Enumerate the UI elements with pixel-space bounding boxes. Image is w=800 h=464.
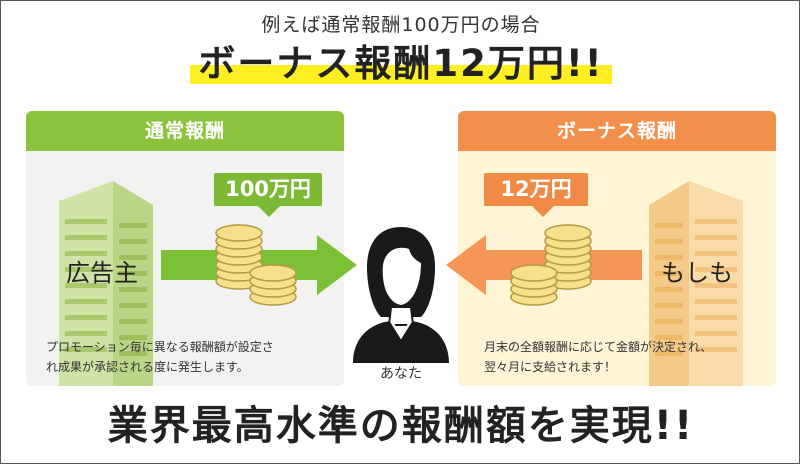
standard-desc-line-1: プロモーション毎に異なる報酬額が設定さ — [46, 340, 274, 354]
moshimo-building-icon — [649, 181, 743, 386]
standard-reward-title: 通常報酬 — [26, 111, 344, 151]
subtitle: 例えば通常報酬100万円の場合 — [261, 14, 541, 36]
footer-tagline: 業界最高水準の報酬額を実現!! — [107, 403, 695, 449]
bonus-reward-title: ボーナス報酬 — [458, 111, 776, 151]
standard-reward-description: プロモーション毎に異なる報酬額が設定さ れ成果が承認される度に発生します。 — [46, 337, 346, 377]
coin-stack-icon-left — [215, 224, 297, 306]
bonus-desc-line-1: 月末の全額報酬に応じて金額が決定され、 — [484, 340, 713, 354]
coin-stack-icon-right — [510, 224, 592, 306]
headline-wrap: ボーナス報酬12万円!! — [1, 41, 800, 87]
moshimo-label: もしも — [661, 259, 733, 287]
standard-amount-badge: 100万円 — [214, 173, 322, 206]
bubble-pointer-right — [531, 205, 555, 217]
advertiser-label: 広告主 — [66, 259, 138, 287]
bonus-reward-description: 月末の全額報酬に応じて金額が決定され、 翌々月に支給されます！ — [484, 337, 774, 377]
you-label: あなた — [380, 366, 422, 382]
headline: ボーナス報酬12万円!! — [190, 41, 612, 87]
bonus-desc-line-2: 翌々月に支給されます！ — [484, 360, 617, 374]
standard-desc-line-2: れ成果が承認される度に発生します。 — [46, 360, 249, 374]
advertiser-building-icon — [59, 181, 153, 386]
person-icon — [353, 227, 449, 363]
bonus-amount-badge: 12万円 — [484, 173, 588, 206]
bubble-pointer-left — [257, 205, 281, 217]
